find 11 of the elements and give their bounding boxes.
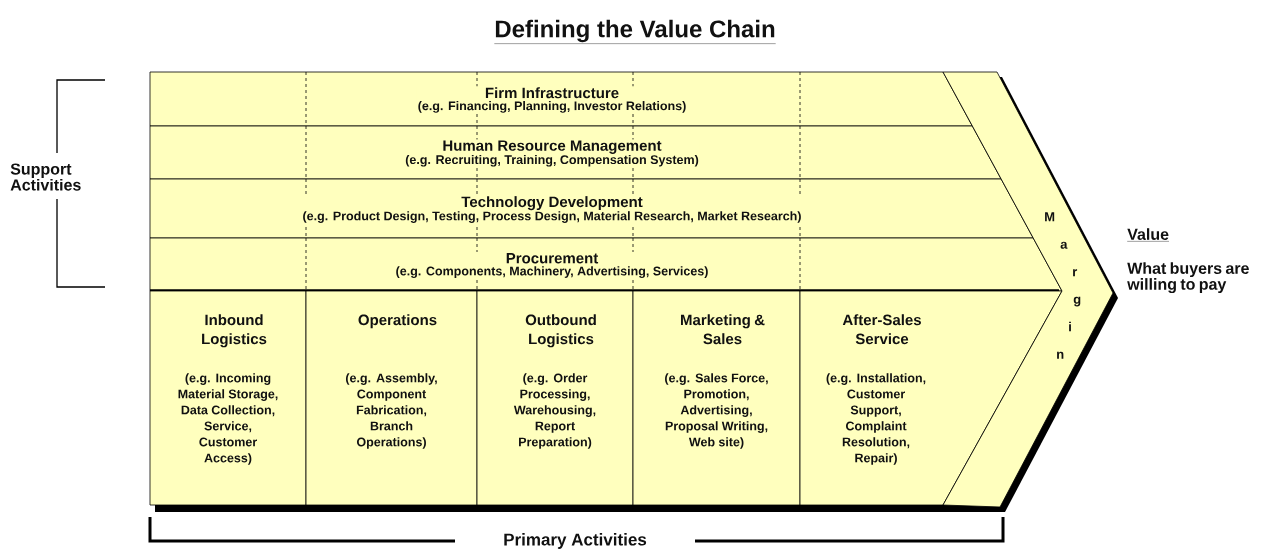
activity-column: Outbound Logistics (e.g. Order Processing, Warehousing, Report Preparation): [476, 290, 634, 506]
activity-column: Marketing & Sales (e.g. Sales Force, Promotion, Advertising, Proposal Writing, Web site): [632, 290, 801, 506]
activity-column: Inbound Logistics (e.g. Incoming Material Storage, Data Collection, Service, Customer Access): [149, 290, 307, 506]
side-label: Support Activities: [10, 163, 81, 191]
activity-column: Operations (e.g. Assembly, Component Fabrication, Branch Operations): [305, 290, 478, 506]
side-label: Primary Activities: [504, 533, 647, 549]
title: Defining the Value Chain: [494, 19, 776, 44]
activity-band: Firm Infrastructure (e.g. Financing, Planning, Investor Relations): [149, 71, 973, 127]
activity-band: Technology Development (e.g. Product Design, Testing, Process Design, Material Research, Market Research): [149, 178, 1034, 239]
margin-band: M a r g i n: [942, 71, 1114, 508]
activity-band: Human Resource Management (e.g. Recruiting, Training, Compensation System): [149, 125, 1002, 180]
